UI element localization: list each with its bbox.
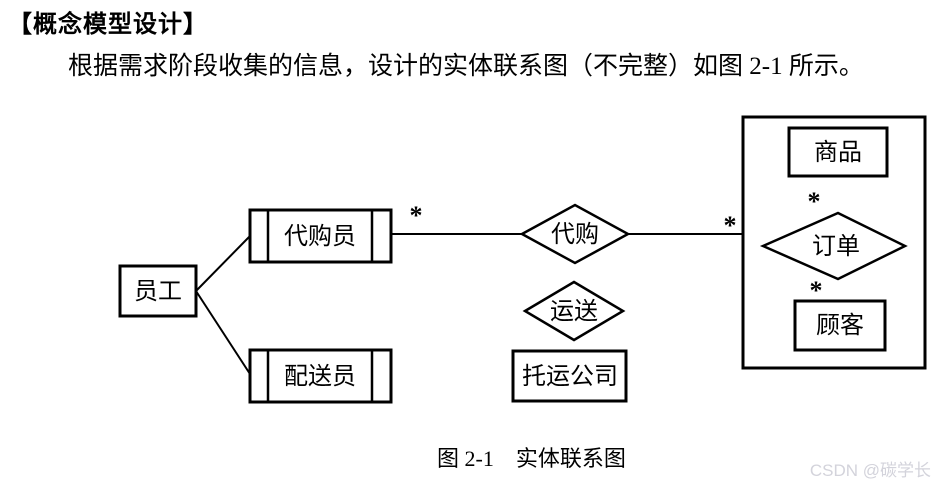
entity-customer-label: 顾客 <box>816 313 864 339</box>
relationship-transport-diamond <box>522 280 626 342</box>
entity-purchasing-agent-label: 代购员 <box>284 224 356 250</box>
entity-employee-label: 员工 <box>134 279 182 305</box>
entity-shipping-company-box <box>511 349 628 403</box>
entity-delivery-person-label: 配送员 <box>284 364 356 390</box>
cardinality-star-goods-order: * <box>807 187 821 216</box>
entity-goods-label: 商品 <box>814 140 862 166</box>
relationship-order-diamond <box>759 211 908 281</box>
entity-employee-box <box>118 264 198 318</box>
figure-caption: 图 2-1 实体联系图 <box>437 446 626 471</box>
relationship-purchase-diamond <box>519 203 631 265</box>
entity-purchasing-agent-box <box>248 208 393 264</box>
watermark: CSDN @碳学长 <box>809 461 931 480</box>
relationship-transport-label: 运送 <box>550 299 598 325</box>
relationship-order-label: 订单 <box>812 234 860 260</box>
cardinality-star-purchasing-side: * <box>409 201 423 230</box>
page-title: 【概念模型设计】 <box>8 12 208 38</box>
entity-goods-box <box>787 126 889 178</box>
cardinality-star-groupbox-side: * <box>723 211 737 240</box>
cardinality-star-order-customer: * <box>809 276 823 305</box>
connector-employee-purchasing <box>195 235 251 292</box>
connector-employee-delivery <box>195 290 251 375</box>
entity-customer-box <box>793 299 887 352</box>
intro-paragraph: 根据需求阶段收集的信息，设计的实体联系图（不完整）如图 2-1 所示。 <box>68 53 864 80</box>
entity-shipping-company-label: 托运公司 <box>522 364 618 390</box>
relationship-purchase-label: 代购 <box>551 222 599 248</box>
entity-delivery-person-box <box>248 348 393 404</box>
